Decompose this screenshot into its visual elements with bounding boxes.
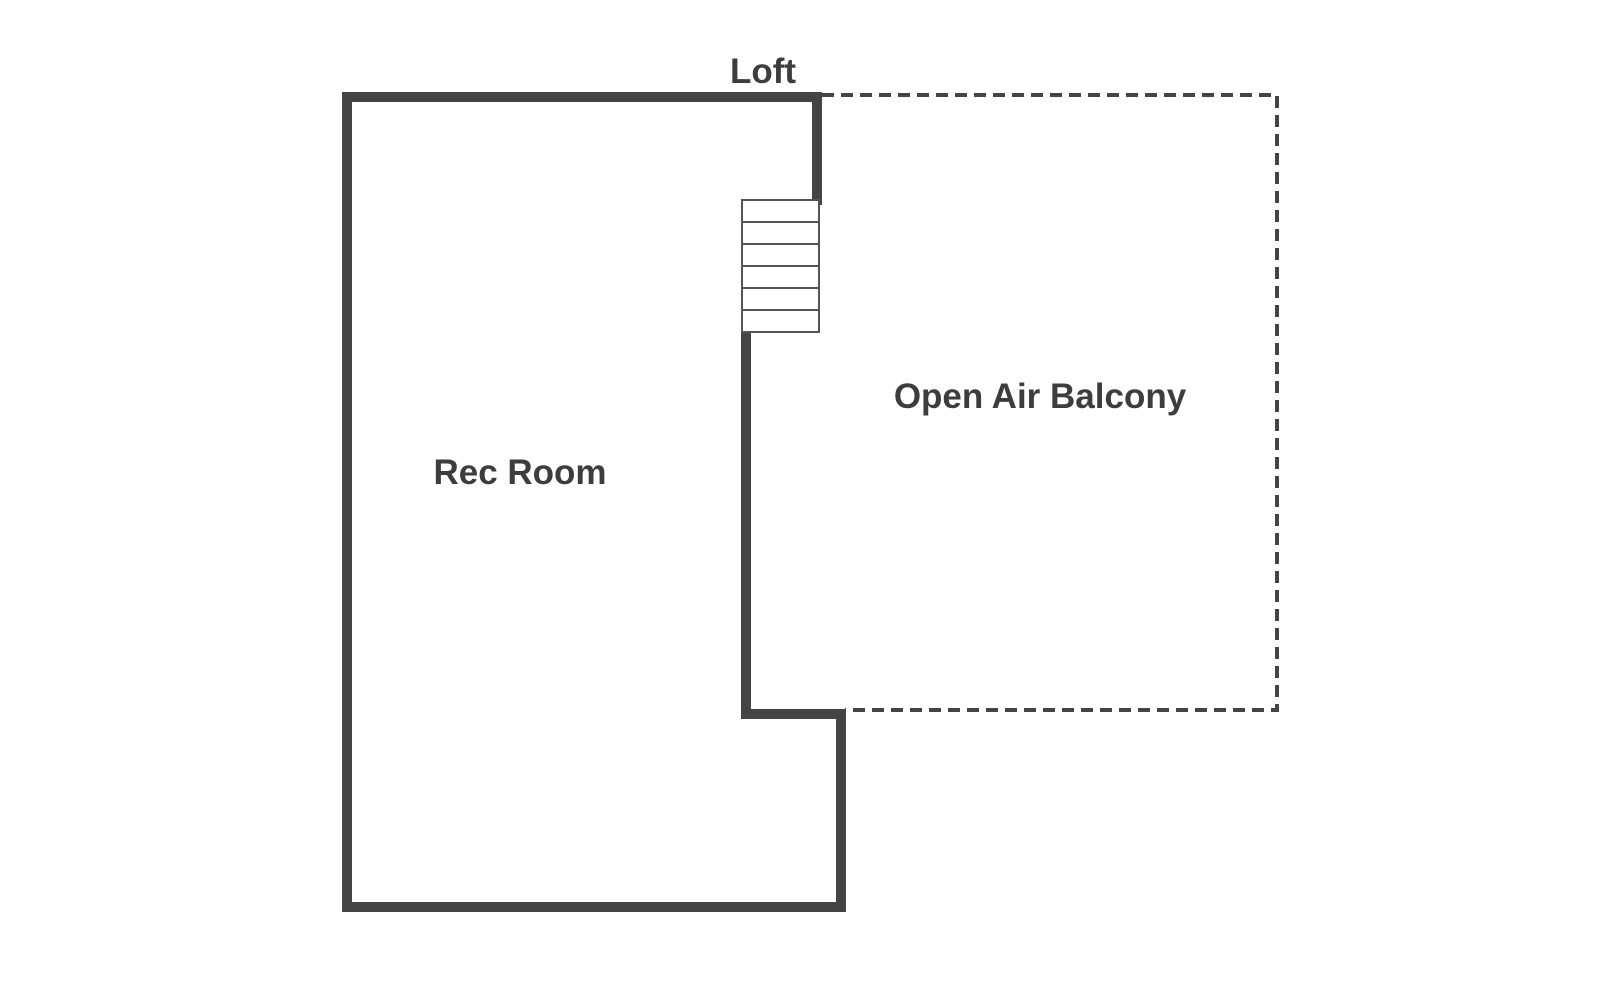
floor-title: Loft bbox=[730, 52, 796, 91]
room-label-open-air-balcony: Open Air Balcony bbox=[894, 377, 1187, 416]
staircase bbox=[741, 199, 820, 333]
balcony-railing bbox=[822, 93, 1279, 712]
room-label-rec-room: Rec Room bbox=[433, 453, 606, 492]
rec-room-walls bbox=[342, 92, 846, 912]
